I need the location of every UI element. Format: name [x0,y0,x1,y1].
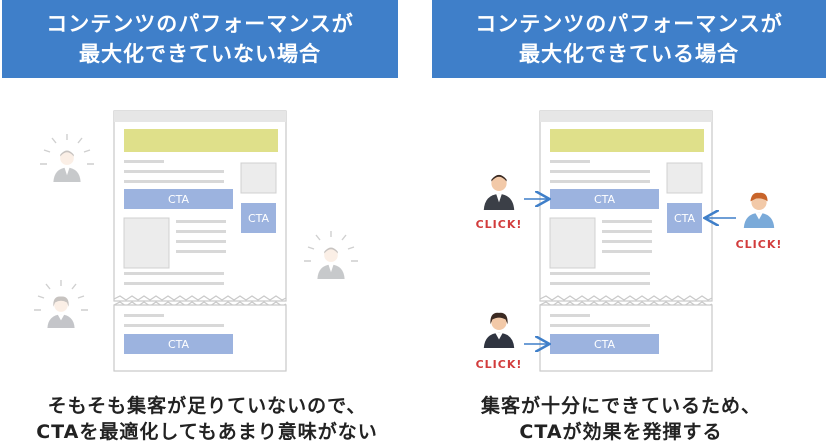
left-caption-line2: CTAを最適化してもあまり意味がない [36,421,378,443]
left-document: CTA CTA CTA [113,110,287,372]
right-document: CTA CTA CTA [539,110,713,372]
left-cta-side [241,203,276,233]
right-cta-bottom [550,334,659,354]
left-header-line1: コンテンツのパフォーマンスが [46,12,354,36]
right-caption-line2: CTAが効果を発揮する [519,421,723,443]
right-cta-side-label: CTA [674,212,696,225]
right-visitor-1: CLICK! [476,174,548,231]
right-cta-bottom-label: CTA [594,338,616,351]
right-cta-main [550,189,659,209]
left-caption-line1: そもそも集客が足りていないので、 [47,395,367,417]
right-visitor-2: CLICK! [706,192,783,251]
left-cta-side-label: CTA [248,212,270,225]
right-visitor-3: CLICK! [476,312,548,371]
left-title-bar [124,129,278,152]
right-panel-header: コンテンツのパフォーマンスが 最大化できている場合 [432,0,826,78]
left-visitor-faded-2 [34,280,88,328]
left-cta-bottom [124,334,233,354]
left-header-line2: 最大化できていない場合 [79,42,321,66]
right-caption-line1: 集客が十分にできているため、 [480,395,761,417]
left-visitor-faded-3 [304,231,358,279]
right-cta-side [667,203,702,233]
left-visitor-faded-1 [40,134,94,182]
right-title-bar [550,129,704,152]
click-label-2: CLICK! [736,238,783,251]
click-label-1: CLICK! [476,218,523,231]
click-label-3: CLICK! [476,358,523,371]
left-caption: そもそも集客が足りていないので、 CTAを最適化してもあまり意味がない [0,393,414,445]
left-cta-main-label: CTA [168,193,190,206]
left-cta-main [124,189,233,209]
right-header-line1: コンテンツのパフォーマンスが [475,12,783,36]
right-cta-main-label: CTA [594,193,616,206]
left-panel-header: コンテンツのパフォーマンスが 最大化できていない場合 [2,0,398,78]
left-cta-bottom-label: CTA [168,338,190,351]
right-header-line2: 最大化できている場合 [519,42,739,66]
right-caption: 集客が十分にできているため、 CTAが効果を発揮する [414,393,828,445]
